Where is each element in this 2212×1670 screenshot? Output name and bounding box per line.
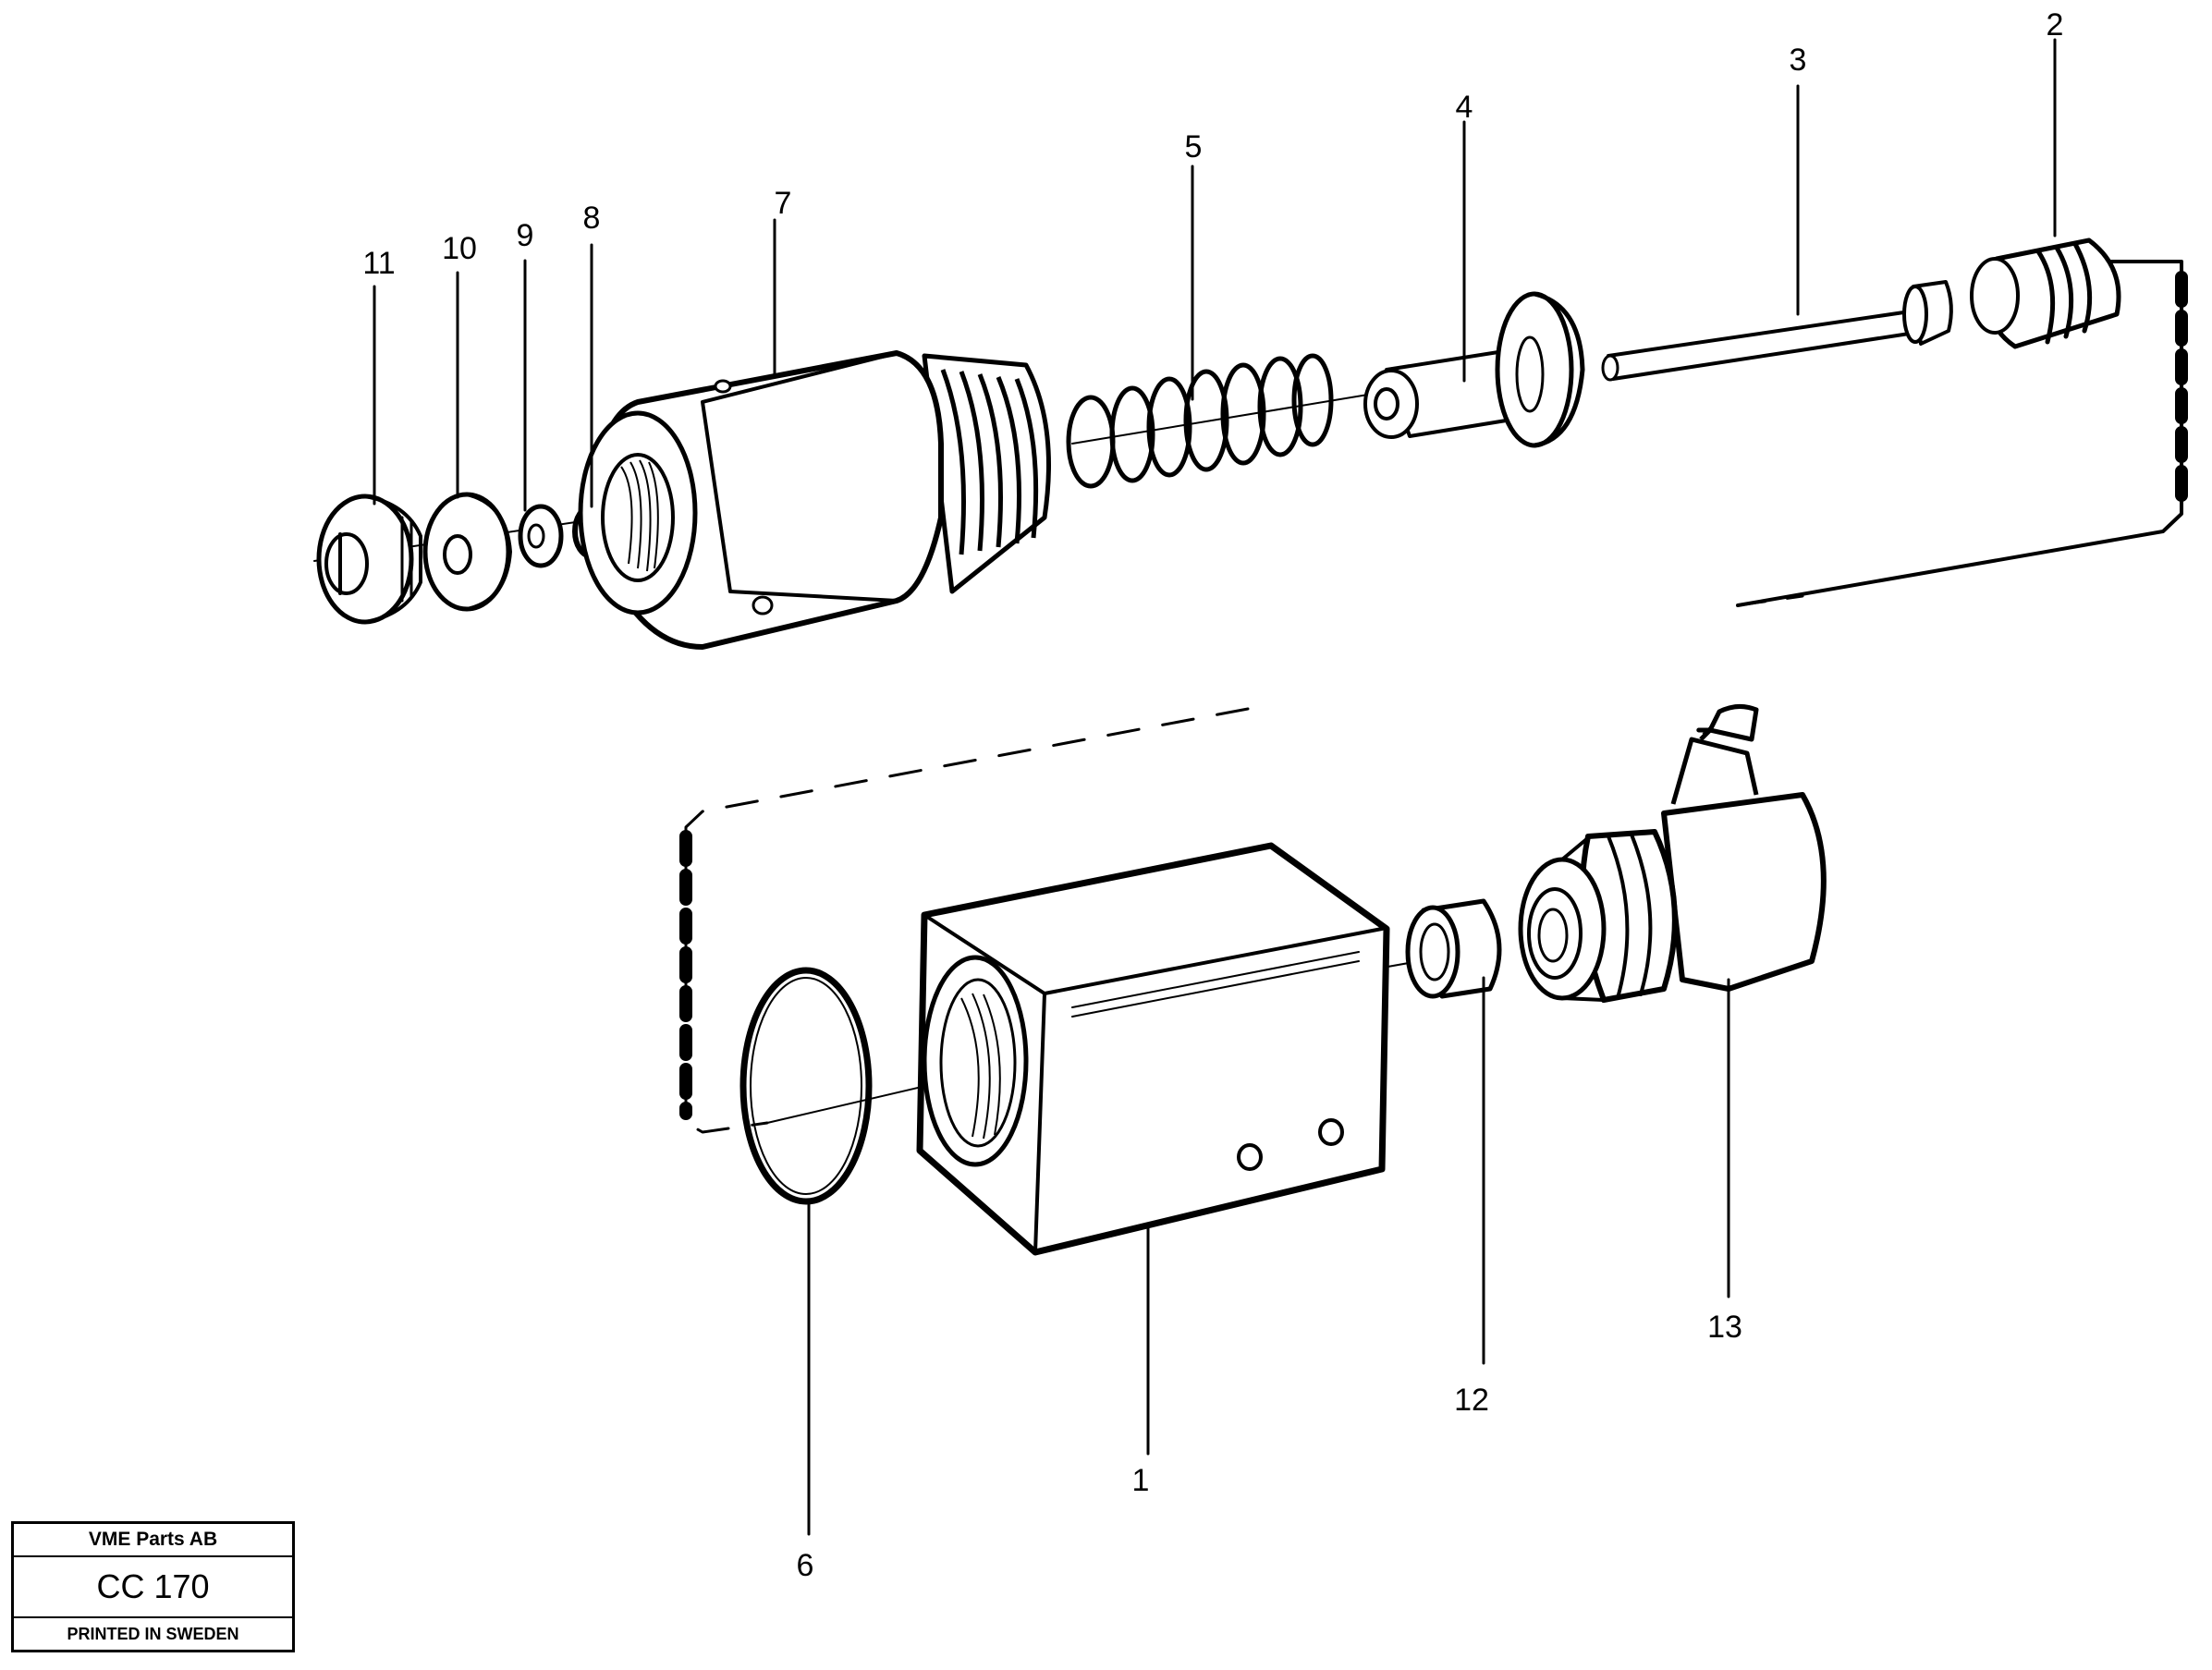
printed-note: PRINTED IN SWEDEN bbox=[67, 1625, 239, 1643]
part-label-11: 11 bbox=[362, 246, 395, 281]
part-7-valve-housing bbox=[578, 350, 1051, 650]
part-label-2: 2 bbox=[2047, 7, 2064, 43]
part-6-o-ring bbox=[739, 967, 873, 1205]
part-12-sleeve bbox=[1405, 898, 1502, 999]
part-4-piston bbox=[1363, 291, 1585, 448]
part-label-5: 5 bbox=[1185, 129, 1203, 165]
part-label-13: 13 bbox=[1707, 1310, 1742, 1345]
drawing-code: CC 170 bbox=[14, 1557, 292, 1618]
part-label-12: 12 bbox=[1454, 1383, 1489, 1418]
part-label-8: 8 bbox=[583, 201, 601, 236]
leader-lines bbox=[373, 38, 2057, 1536]
part-10-washer bbox=[422, 492, 512, 612]
part-label-6: 6 bbox=[797, 1548, 814, 1583]
part-5-spring bbox=[1066, 353, 1334, 489]
part-2-end-plug bbox=[1970, 238, 2121, 349]
part-label-4: 4 bbox=[1456, 90, 1473, 125]
company-name: VME Parts AB bbox=[14, 1524, 292, 1557]
assembly-connector-line bbox=[679, 260, 2188, 1134]
part-1-valve-block bbox=[916, 842, 1390, 1256]
part-labels: 1 2 3 4 5 6 7 8 9 10 11 12 13 bbox=[362, 7, 2063, 1583]
part-label-7: 7 bbox=[775, 186, 792, 221]
part-label-10: 10 bbox=[442, 231, 477, 266]
part-9-washer bbox=[518, 504, 564, 568]
part-label-1: 1 bbox=[1132, 1463, 1150, 1498]
part-label-3: 3 bbox=[1790, 43, 1807, 78]
part-3-pin bbox=[1601, 280, 1953, 382]
part-11-plug bbox=[316, 494, 422, 625]
part-label-9: 9 bbox=[517, 218, 534, 253]
part-13-elbow-union bbox=[1518, 704, 1827, 1003]
title-block: VME Parts AB CC 170 PRINTED IN SWEDEN bbox=[11, 1521, 295, 1652]
